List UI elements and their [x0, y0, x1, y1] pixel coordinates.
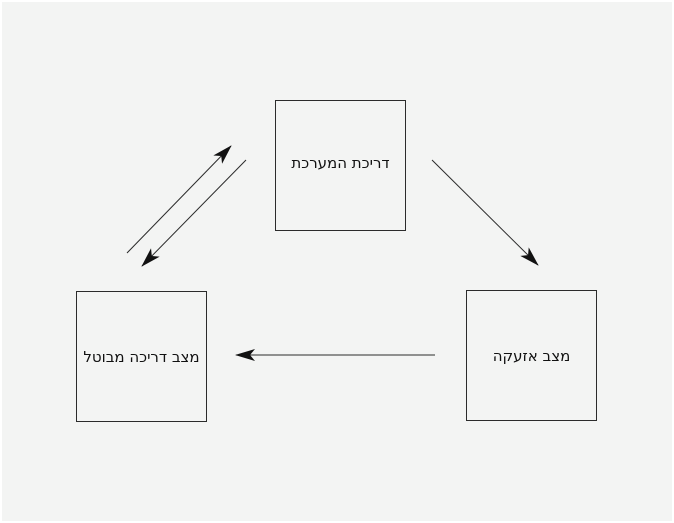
state-armed-label: דריכת המערכת — [291, 153, 390, 172]
state-armed-box: דריכת המערכת — [275, 100, 406, 231]
state-disarmed-label: מצב דריכה מבוטל — [83, 347, 200, 366]
state-alarm-label: מצב אזעקה — [492, 346, 571, 365]
arrow-armed-to-alarm — [431, 159, 539, 266]
arrow-armed-to-disarmed — [141, 159, 247, 267]
state-alarm-box: מצב אזעקה — [466, 290, 597, 421]
state-disarmed-box: מצב דריכה מבוטל — [76, 291, 207, 422]
arrow-disarmed-to-armed — [126, 145, 232, 254]
